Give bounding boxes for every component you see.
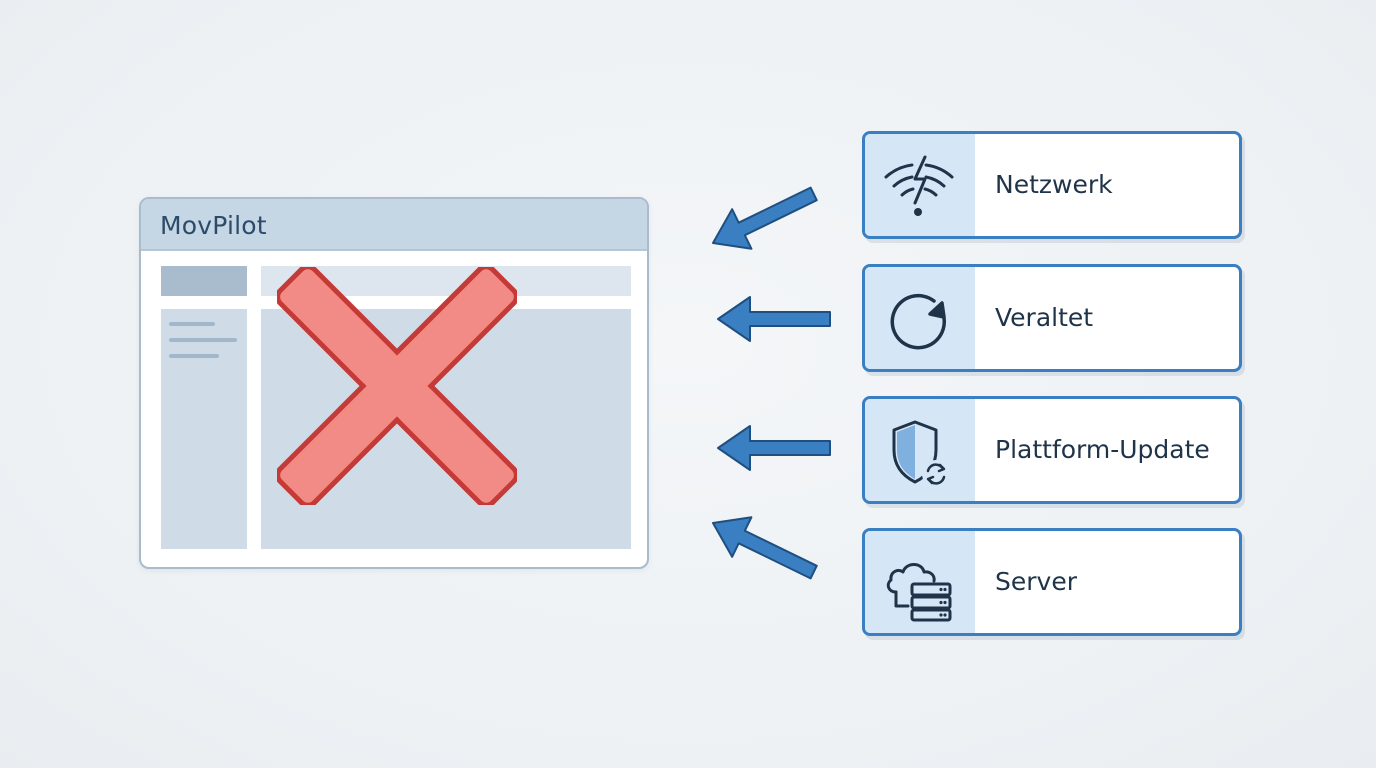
cloud-server-icon xyxy=(886,563,952,622)
cause-card-plattform-update: Plattform-Update xyxy=(862,396,1242,504)
app-window: MovPilot xyxy=(139,197,649,569)
shield-refresh-icon xyxy=(892,420,950,488)
wifi-broken-icon xyxy=(884,155,954,216)
cause-label: Veraltet xyxy=(995,303,1094,332)
cause-card-netzwerk: Netzwerk xyxy=(862,131,1242,239)
cause-label: Netzwerk xyxy=(995,170,1113,199)
arrow-server xyxy=(702,502,825,593)
arrow-veraltet xyxy=(717,296,831,342)
sidebar-line xyxy=(169,322,215,326)
app-title: MovPilot xyxy=(160,211,267,240)
cause-label: Plattform-Update xyxy=(995,435,1210,464)
arrow-plattform-update xyxy=(717,425,831,471)
sidebar-line xyxy=(169,354,219,358)
sidebar-placeholder xyxy=(161,309,247,549)
cause-label: Server xyxy=(995,567,1077,596)
refresh-icon xyxy=(890,293,947,350)
sidebar-header-placeholder xyxy=(161,266,247,296)
app-titlebar: MovPilot xyxy=(141,199,647,251)
sidebar-line xyxy=(169,338,237,342)
arrow-netzwerk xyxy=(702,173,825,264)
cause-card-server: Server xyxy=(862,528,1242,636)
cause-card-veraltet: Veraltet xyxy=(862,264,1242,372)
error-x-icon xyxy=(277,267,517,505)
